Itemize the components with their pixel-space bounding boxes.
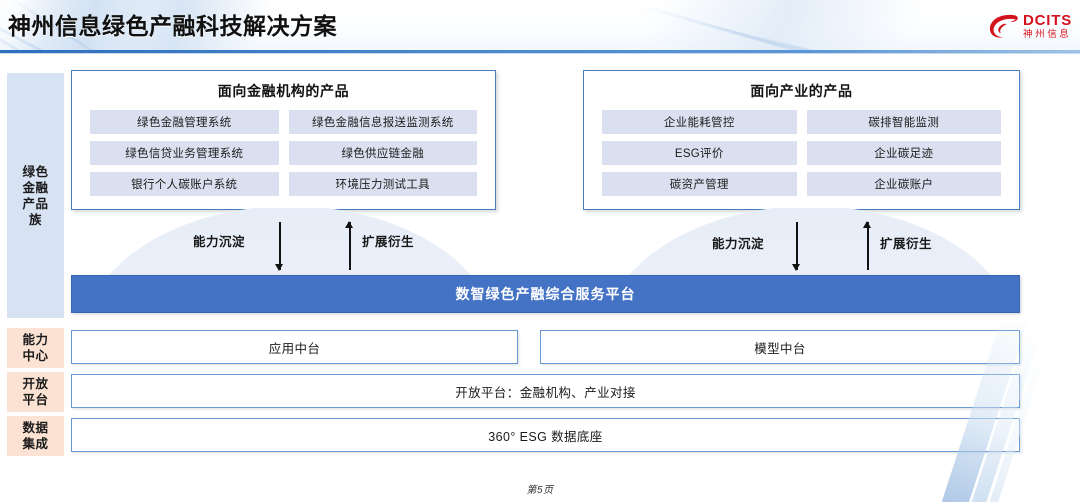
dcits-logo: DCITS 神州信息: [988, 8, 1072, 44]
product-tile[interactable]: 碳资产管理: [602, 172, 797, 196]
box-model-middle-platform[interactable]: 模型中台: [540, 330, 1020, 364]
product-tile[interactable]: 银行个人碳账户系统: [90, 172, 279, 196]
product-tile[interactable]: 绿色金融信息报送监测系统: [288, 110, 477, 134]
flow-label-capability-precipitation-left: 能力沉淀: [193, 235, 246, 249]
box-data-foundation[interactable]: 360° ESG 数据底座: [71, 418, 1020, 452]
logo-cn-text: 神州信息: [1023, 28, 1072, 40]
arrow-down-icon: [274, 222, 285, 271]
rail-family-label: 绿色金融产品族: [22, 164, 49, 227]
dcits-swoosh-icon: [989, 14, 1018, 38]
arrow-shaft: [349, 222, 351, 270]
rail-item-green-finance-family[interactable]: 绿色金融产品族: [7, 73, 64, 318]
flow-label-extension-derivation-left: 扩展衍生: [362, 235, 415, 249]
product-tile[interactable]: 企业碳足迹: [806, 141, 1001, 165]
arrow-down-icon: [791, 222, 802, 271]
panel-industry-products: 面向产业的产品 企业能耗管控 碳排智能监测 ESG评价 企业碳足迹 碳资产管理 …: [583, 70, 1020, 210]
tile-grid-industry: 企业能耗管控 碳排智能监测 ESG评价 企业碳足迹 碳资产管理 企业碳账户: [584, 101, 1019, 196]
product-tile[interactable]: 企业碳账户: [806, 172, 1001, 196]
flow-label-extension-derivation-right: 扩展衍生: [880, 237, 933, 251]
product-tile[interactable]: 绿色信贷业务管理系统: [90, 141, 279, 165]
platform-label: 数智绿色产融综合服务平台: [455, 286, 636, 302]
rail-item-capability-center[interactable]: 能力中心: [7, 328, 64, 368]
tile-grid-financial: 绿色金融管理系统 绿色金融信息报送监测系统 绿色信贷业务管理系统 绿色供应链金融…: [72, 101, 495, 196]
page-title: 神州信息绿色产融科技解决方案: [8, 13, 337, 39]
flow-label-capability-precipitation-right: 能力沉淀: [712, 237, 765, 251]
logo-text: DCITS 神州信息: [1023, 13, 1072, 40]
arrow-up-icon: [344, 221, 355, 270]
arrow-shaft: [796, 222, 798, 270]
arrow-head: [792, 264, 800, 271]
product-tile[interactable]: 绿色金融管理系统: [90, 110, 279, 134]
page-number: 第5页: [526, 485, 554, 496]
slide-header: 神州信息绿色产融科技解决方案 DCITS 神州信息: [0, 0, 1080, 52]
header-streak-4: [639, 4, 891, 52]
panel-financial-institution-products: 面向金融机构的产品 绿色金融管理系统 绿色金融信息报送监测系统 绿色信贷业务管理…: [71, 70, 496, 210]
arrow-up-icon: [862, 221, 873, 270]
rail-open-label: 开放平台: [22, 377, 49, 407]
panel-title-financial: 面向金融机构的产品: [217, 83, 350, 99]
product-tile[interactable]: 环境压力测试工具: [288, 172, 477, 196]
product-tile[interactable]: 碳排智能监测: [806, 110, 1001, 134]
arrow-shaft: [867, 222, 869, 270]
rail-data-label: 数据集成: [22, 421, 49, 451]
product-tile[interactable]: 企业能耗管控: [602, 110, 797, 134]
box-open-platform[interactable]: 开放平台：金融机构、产业对接: [71, 374, 1020, 408]
header-streak-5: [699, 22, 934, 52]
rail-item-open-platform[interactable]: 开放平台: [7, 372, 64, 412]
header-rule-shadow: [0, 53, 1080, 54]
product-tile[interactable]: ESG评价: [602, 141, 797, 165]
arrow-head: [863, 221, 871, 228]
header-rule: [0, 50, 1080, 53]
arrow-head: [345, 221, 353, 228]
box-app-middle-platform[interactable]: 应用中台: [71, 330, 518, 364]
arrow-shaft: [279, 222, 281, 270]
rail-item-data-integration[interactable]: 数据集成: [7, 416, 64, 456]
platform-bar[interactable]: 数智绿色产融综合服务平台: [71, 275, 1020, 313]
logo-en-text: DCITS: [1023, 11, 1072, 29]
arrow-head: [275, 264, 283, 271]
rail-capability-label: 能力中心: [22, 333, 49, 363]
product-tile[interactable]: 绿色供应链金融: [288, 141, 477, 165]
panel-title-industry: 面向产业的产品: [750, 83, 853, 99]
